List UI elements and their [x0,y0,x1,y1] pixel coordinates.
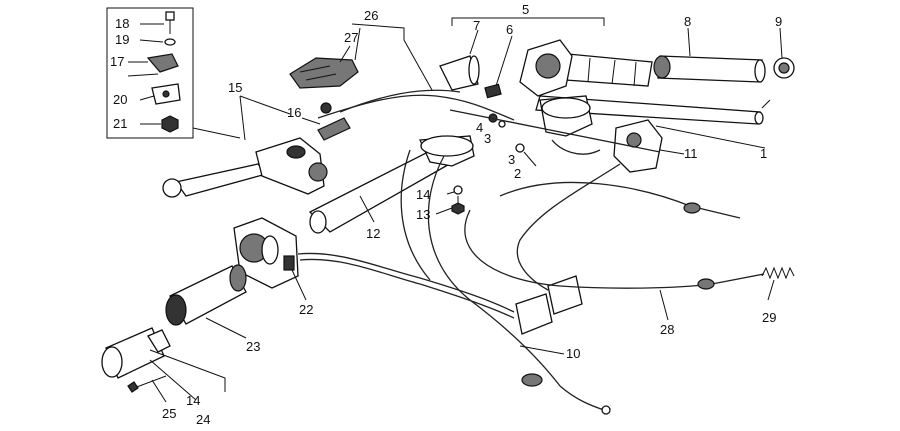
right-grip-8 [653,55,766,83]
callout-28: 28 [660,322,674,337]
callout-6: 6 [506,22,513,37]
left-clamp [419,135,475,167]
callout-16: 16 [287,105,301,120]
callout-7: 7 [473,18,480,33]
throttle-assembly-5 [439,39,653,99]
callout-4: 4 [476,120,483,135]
callout-14: 14 [416,187,430,202]
callout-2: 2 [514,166,521,181]
leader-lines [149,17,783,403]
callout-20: 20 [113,92,127,107]
callout-27: 27 [344,30,358,45]
callout-29: 29 [762,310,776,325]
callout-13: 13 [416,207,430,222]
callout-3b: 3 [508,152,515,167]
reservoir-27 [289,57,359,89]
left-switch-22 [233,217,299,289]
callout-22: 22 [299,302,313,317]
right-handlebar-tube [535,95,764,125]
cables [297,89,795,415]
callout-19: 19 [115,32,129,47]
bar-end-weight-24 [101,327,171,393]
left-handlebar-tube-12 [308,151,462,234]
callout-15: 15 [228,80,242,95]
clutch-lever-15 [162,102,351,198]
right-switch-11 [551,119,663,173]
right-clamp [539,95,593,137]
callout-1: 1 [760,146,767,161]
callout-10: 10 [566,346,580,361]
callout-18: 18 [115,16,129,31]
callout-12: 12 [366,226,380,241]
callout-23: 23 [246,339,260,354]
callout-labels: 1 2 3 3 4 5 6 7 8 9 10 11 12 13 14 14 15… [110,2,782,427]
bar-end-9 [773,57,795,79]
callout-25: 25 [162,406,176,421]
callout-26: 26 [364,8,378,23]
callout-17: 17 [110,54,124,69]
inset-detail-box [106,7,241,139]
callout-3: 3 [484,131,491,146]
callout-24: 24 [196,412,210,427]
callout-14b: 14 [186,393,200,408]
fasteners [451,113,537,215]
callout-21: 21 [113,116,127,131]
callout-9: 9 [775,14,782,29]
callout-11: 11 [684,146,698,161]
callout-5: 5 [522,2,529,17]
left-grip-23 [165,264,247,326]
callout-8: 8 [684,14,691,29]
